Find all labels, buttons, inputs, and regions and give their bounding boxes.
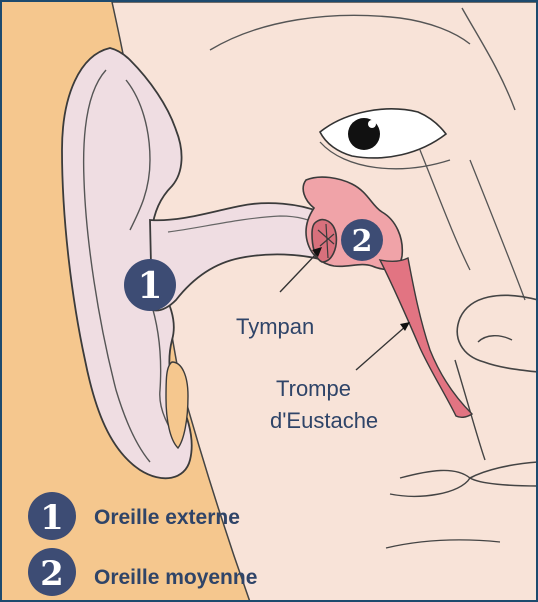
marker-2-number: 2 xyxy=(352,224,373,259)
legend-marker-1-number: 1 xyxy=(40,498,64,538)
eye-highlight xyxy=(368,120,376,128)
trompe-label-line1: Trompe xyxy=(276,376,351,402)
legend-text-outer-ear: Oreille externe xyxy=(94,506,240,530)
tympan-label: Tympan xyxy=(236,314,314,340)
marker-1-number: 1 xyxy=(137,265,162,307)
trompe-label-line2: d'Eustache xyxy=(270,408,378,434)
legend-text-middle-ear: Oreille moyenne xyxy=(94,566,257,590)
legend-marker-2-number: 2 xyxy=(40,554,64,594)
tympan-membrane xyxy=(312,220,336,262)
